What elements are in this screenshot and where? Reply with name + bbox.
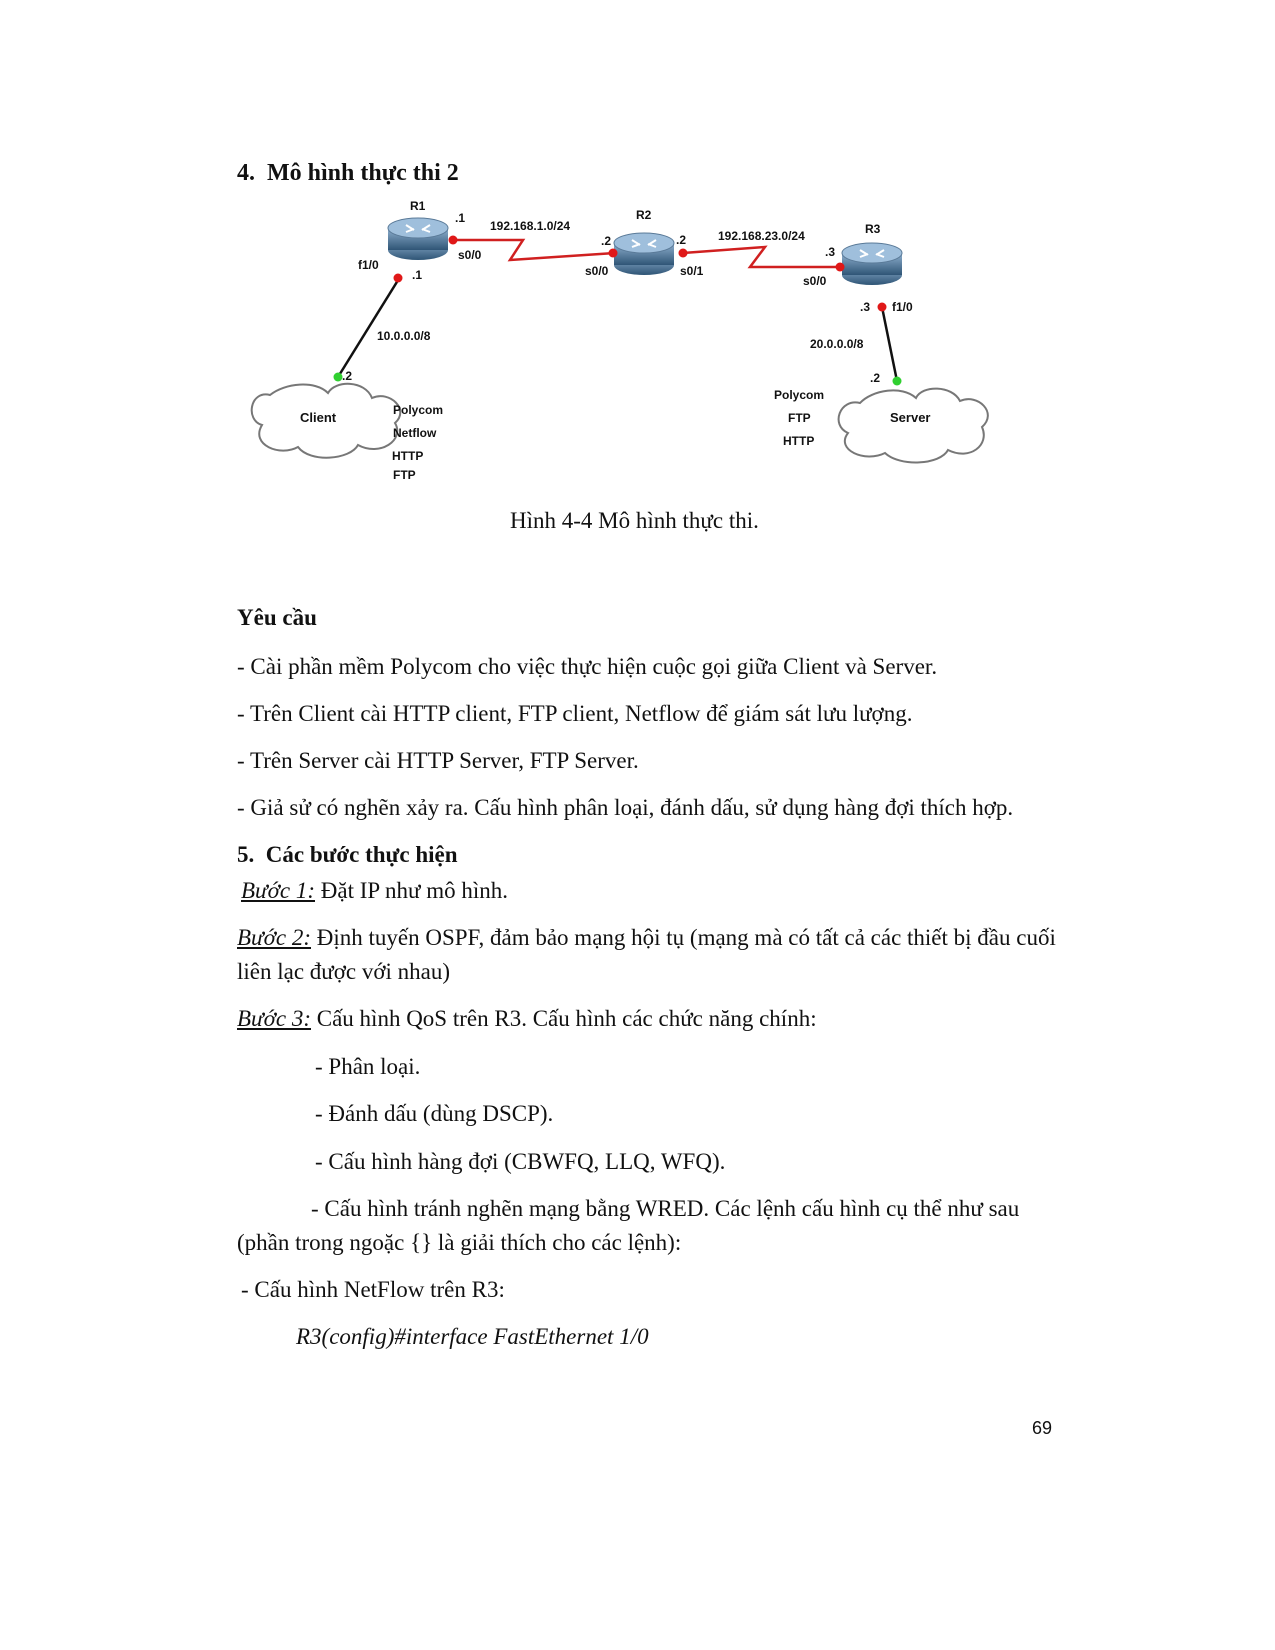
network-diagram: R1 R2 R3 .1 192.168.1.0/24 s0/0 f1/0 .1 … [250, 199, 989, 482]
step-1: Bước 1: Đặt IP như mô hình. [241, 874, 508, 908]
requirements-title: Yêu cầu [237, 605, 317, 630]
step-3-text: Cấu hình QoS trên R3. Cấu hình các chức … [311, 1006, 817, 1031]
step-2-label: Bước 2: [237, 925, 311, 950]
requirement-item: - Trên Client cài HTTP client, FTP clien… [237, 701, 913, 726]
r2-label: R2 [636, 208, 652, 222]
r2-s00-host: .2 [601, 234, 611, 248]
r1-label: R1 [410, 199, 426, 213]
r1-f10-if: f1/0 [358, 258, 379, 272]
section-5-number: 5. [237, 842, 255, 867]
r1-f10-host: .1 [412, 268, 422, 282]
function-item: - Đánh dấu (dùng DSCP). [315, 1101, 554, 1126]
function-item: - Cấu hình hàng đợi (CBWFQ, LLQ, WFQ). [315, 1149, 726, 1174]
step-1-label: Bước 1: [241, 878, 315, 903]
router-r2-icon [613, 232, 675, 275]
server-port-dot [892, 376, 902, 386]
client-app-http: HTTP [392, 449, 423, 463]
requirement-item: - Giả sử có nghẽn xảy ra. Cấu hình phân … [237, 795, 1014, 820]
server-label: Server [890, 410, 930, 425]
figure-caption: Hình 4-4 Mô hình thực thi. [510, 508, 759, 533]
r1-s00-port-dot [448, 235, 458, 245]
r2-r3-network: 192.168.23.0/24 [718, 229, 805, 243]
client-label: Client [300, 410, 337, 425]
client-port-dot [333, 372, 343, 382]
client-app-ftp: FTP [393, 468, 416, 482]
client-host: .2 [342, 369, 352, 383]
server-app-polycom: Polycom [774, 388, 824, 402]
ethernet-link-r3-server [880, 306, 899, 382]
r1-s00-host: .1 [455, 211, 465, 225]
section-4-heading: 4. Mô hình thực thi 2 [237, 160, 459, 187]
r2-s01-host: .2 [676, 233, 686, 247]
server-cloud-icon [837, 387, 989, 464]
requirement-item: - Trên Server cài HTTP Server, FTP Serve… [237, 748, 639, 773]
client-app-netflow: Netflow [393, 426, 437, 440]
section-4-title: Mô hình thực thi 2 [267, 160, 459, 186]
r2-s00-if: s0/0 [585, 264, 609, 278]
client-network: 10.0.0.0/8 [377, 329, 431, 343]
ethernet-link-r1-client [336, 276, 402, 378]
r1-r2-network: 192.168.1.0/24 [490, 219, 570, 233]
step-1-text: Đặt IP như mô hình. [315, 878, 509, 903]
r3-s00-host: .3 [825, 245, 835, 259]
config-command: R3(config)#interface FastEthernet 1/0 [296, 1324, 649, 1349]
netflow-line: - Cấu hình NetFlow trên R3: [241, 1277, 505, 1302]
section-5-heading: 5. Các bước thực hiện [237, 842, 458, 868]
requirement-item: - Cài phần mềm Polycom cho việc thực hiệ… [237, 654, 938, 679]
r2-s00-port-dot [608, 248, 618, 258]
router-r1-icon [387, 217, 449, 260]
r1-f10-port-dot [393, 273, 403, 283]
step-3-label: Bước 3: [237, 1006, 311, 1031]
r3-f10-host: .3 [860, 300, 870, 314]
step-3: Bước 3: Cấu hình QoS trên R3. Cấu hình c… [237, 1002, 817, 1036]
step-2: Bước 2: Định tuyến OSPF, đảm bảo mạng hộ… [237, 921, 1062, 989]
page-number: 69 [1032, 1418, 1053, 1438]
server-host: .2 [870, 371, 880, 385]
client-cloud-icon [250, 382, 402, 459]
serial-link-r2-r3 [682, 245, 845, 269]
server-network: 20.0.0.0/8 [810, 337, 864, 351]
section-4-number: 4. [237, 160, 255, 186]
function-item: - Phân loại. [315, 1054, 421, 1079]
router-r3-icon [841, 242, 903, 285]
section-5-title: Các bước thực hiện [265, 842, 458, 867]
r2-s01-port-dot [678, 248, 688, 258]
server-app-ftp: FTP [788, 411, 811, 425]
r3-label: R3 [865, 222, 881, 236]
r3-f10-if: f1/0 [892, 300, 913, 314]
r2-s01-if: s0/1 [680, 264, 704, 278]
client-app-polycom: Polycom [393, 403, 443, 417]
serial-link-r1-r2 [453, 238, 616, 262]
function-item: - Cấu hình tránh nghẽn mạng bằng WRED. C… [237, 1196, 1020, 1255]
r1-s00-if: s0/0 [458, 248, 482, 262]
step-2-text: Định tuyến OSPF, đảm bảo mạng hội tụ (mạ… [237, 925, 1056, 984]
r3-f10-port-dot [877, 302, 887, 312]
server-app-http: HTTP [783, 434, 814, 448]
r3-s00-if: s0/0 [803, 274, 827, 288]
r3-s00-port-dot [835, 262, 845, 272]
